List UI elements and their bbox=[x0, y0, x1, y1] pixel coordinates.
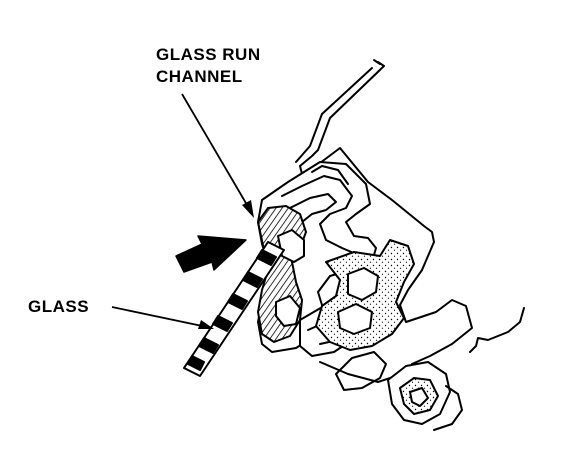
glass-arrowhead bbox=[198, 320, 214, 329]
leader-lines bbox=[111, 93, 251, 328]
door-panel-outline bbox=[295, 59, 525, 365]
glass-label: GLASS bbox=[28, 297, 89, 316]
glass-run-channel-leader bbox=[181, 93, 251, 211]
glass-pane bbox=[183, 241, 285, 377]
leader-arrowheads bbox=[198, 200, 254, 329]
glass-run-channel-arrowhead bbox=[242, 200, 254, 218]
glass-run-channel-label-line2: CHANNEL bbox=[156, 67, 243, 86]
glass-leader bbox=[111, 306, 208, 328]
direction-arrow bbox=[175, 235, 247, 273]
glass-run-channel-label-line1: GLASS RUN bbox=[156, 45, 261, 64]
glass-run-channel bbox=[257, 161, 463, 431]
